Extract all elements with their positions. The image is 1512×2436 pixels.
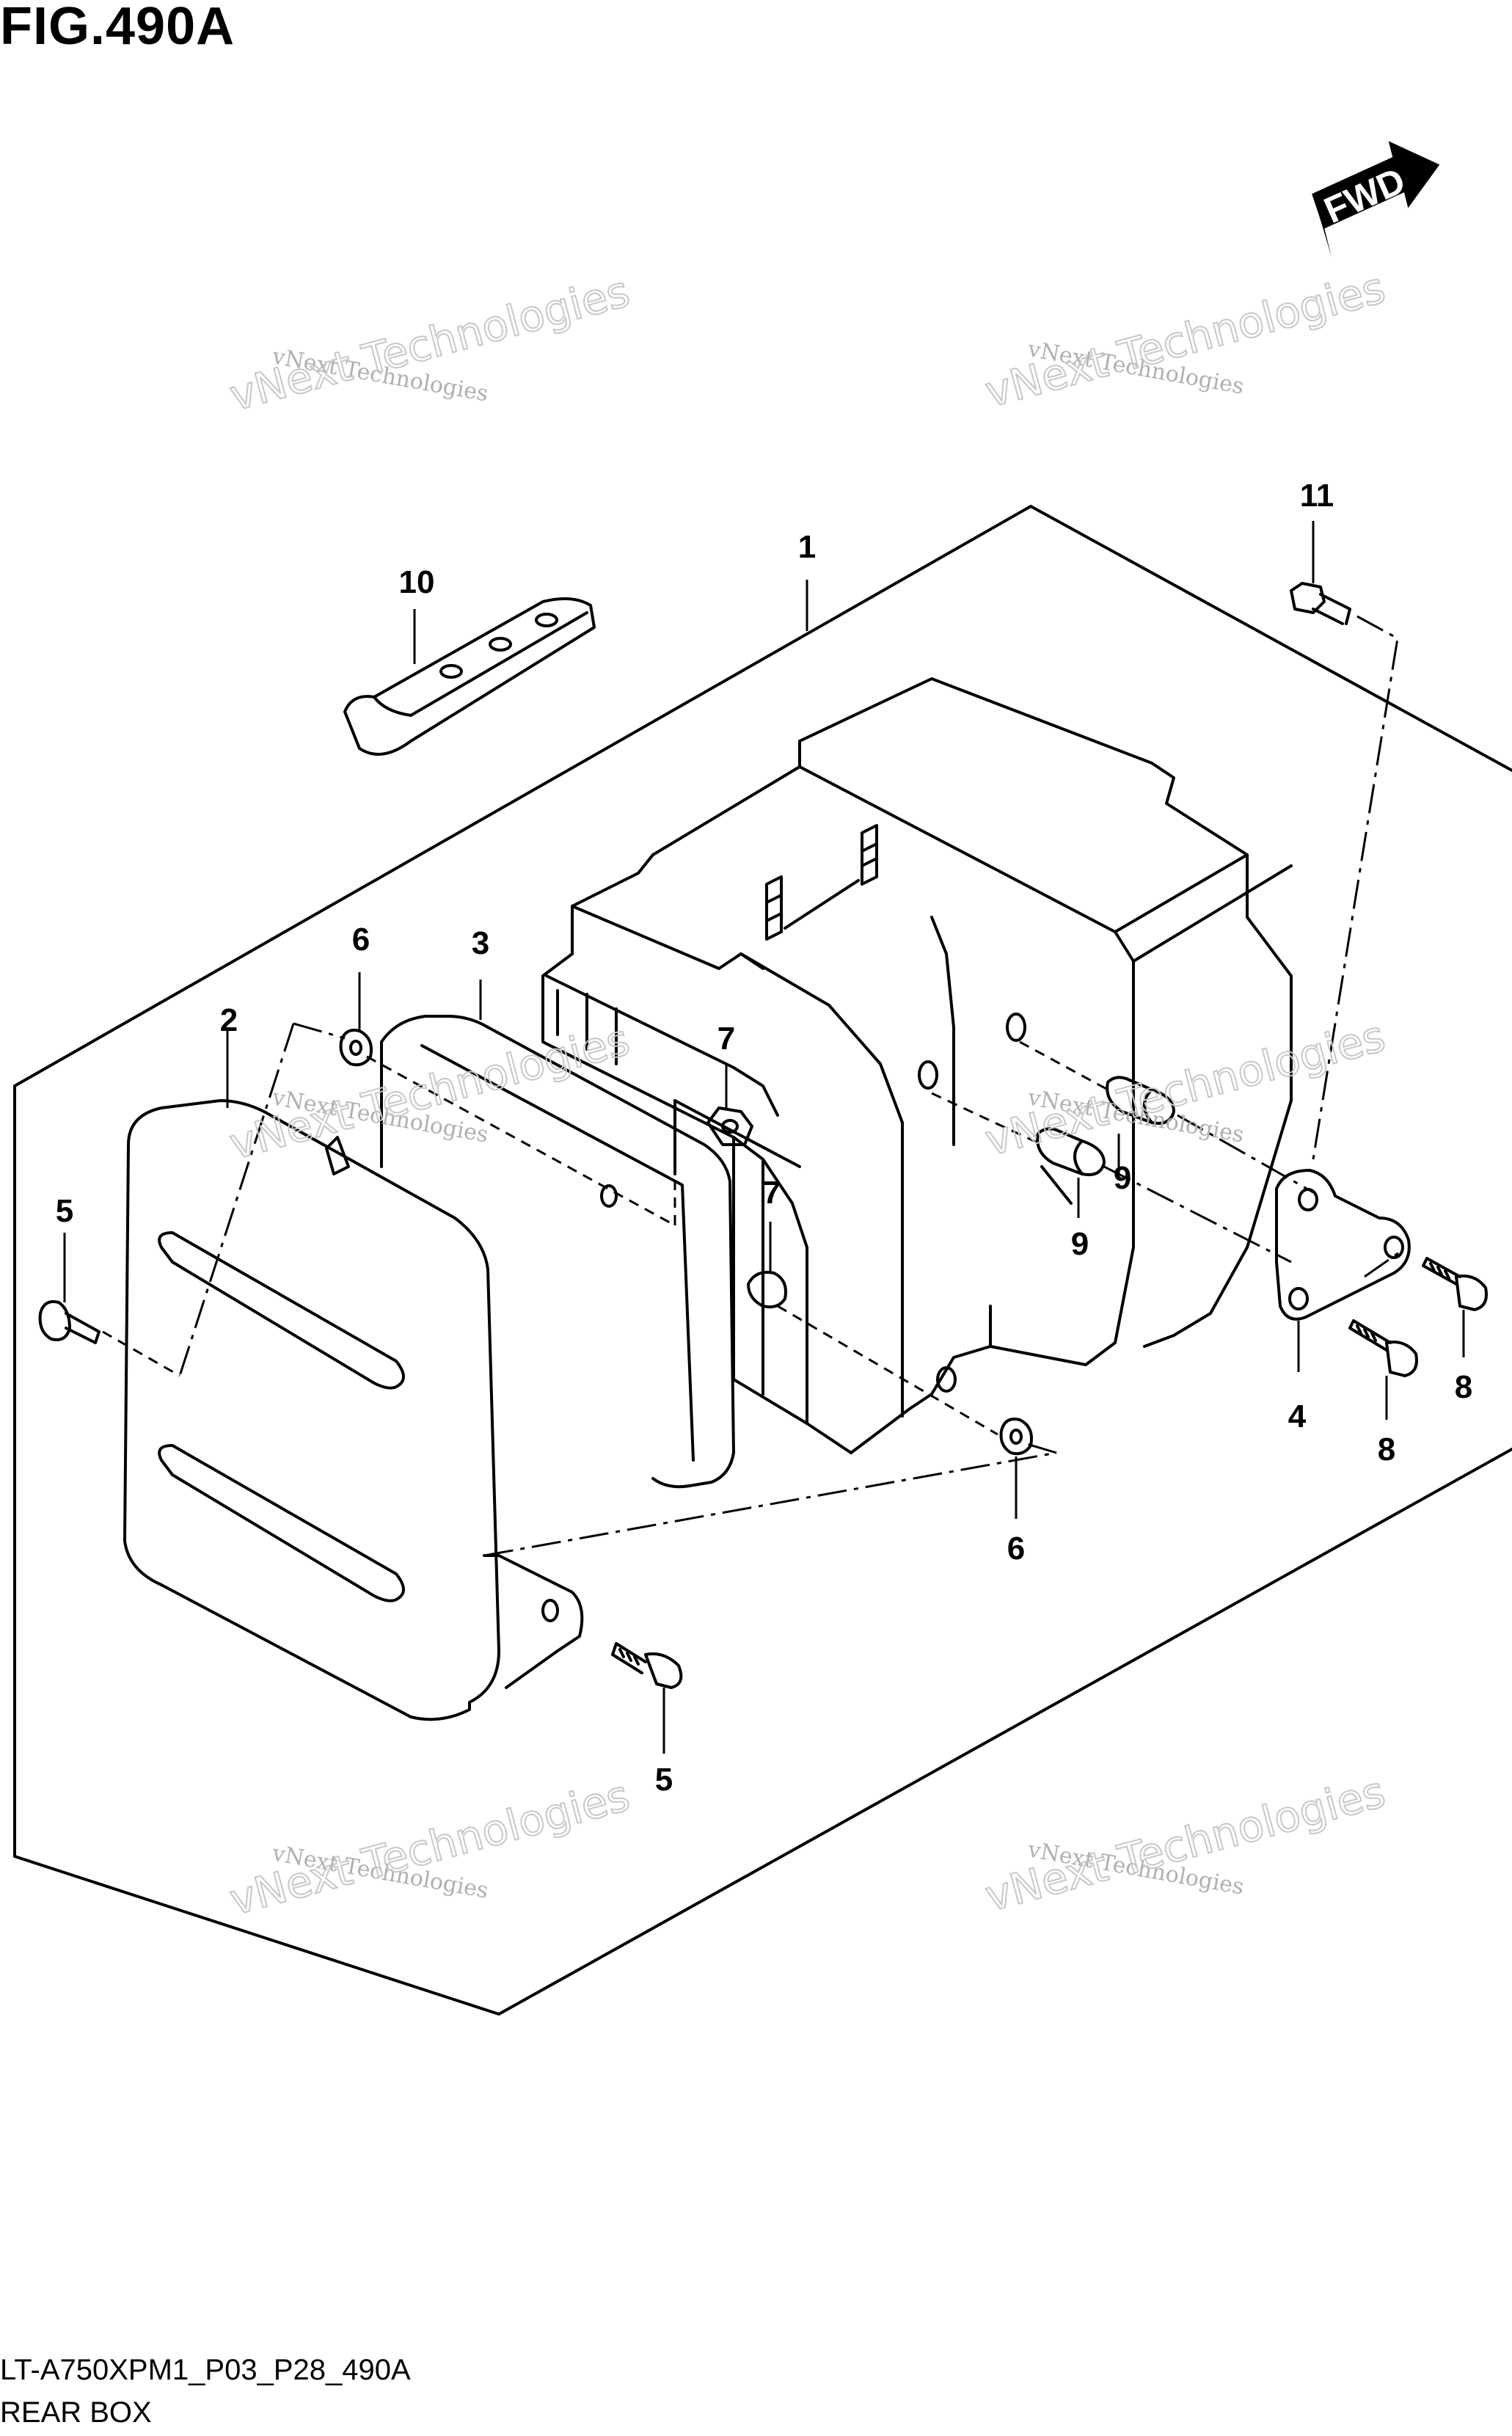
diagram-code: LT-A750XPM1_P03_P28_490A: [0, 2354, 411, 2386]
nut-7b: [747, 1271, 787, 1309]
nut-7a: [706, 1106, 753, 1146]
fwd-indicator-icon: FWD: [1312, 141, 1440, 257]
callout-2: 2: [220, 1002, 238, 1038]
diagram-name: REAR BOX: [0, 2396, 152, 2429]
callout-3: 3: [472, 925, 489, 961]
screw-5a: [38, 1300, 101, 1344]
washer-6b: [999, 1418, 1033, 1456]
callout-9a: 9: [1114, 1160, 1131, 1196]
watermark-text: vNext Technologies: [224, 266, 635, 421]
washer-6a: [339, 1029, 373, 1067]
screw-5b: [611, 1642, 683, 1689]
bolt-9a: [1106, 1076, 1175, 1125]
callout-6b: 6: [1007, 1531, 1025, 1567]
callout-11: 11: [1300, 478, 1334, 514]
assembly-boundary: [13, 505, 1512, 2016]
screw-8b: [1348, 1319, 1418, 1377]
bolt-11: [1290, 582, 1351, 625]
callout-5a: 5: [56, 1193, 73, 1229]
callout-8b: 8: [1455, 1369, 1472, 1405]
callout-10: 10: [399, 564, 435, 600]
callout-7b: 7: [763, 1175, 781, 1211]
screw-8a: [1422, 1257, 1488, 1311]
figure-title: FIG.490A: [0, 0, 235, 56]
callout-9b: 9: [1071, 1226, 1089, 1262]
watermark-group: vNext Technologies vNext Technologies vN…: [224, 262, 1391, 1926]
plate: [343, 597, 596, 756]
callout-1: 1: [798, 529, 816, 565]
bolt-9b: [1036, 1127, 1106, 1176]
callout-6a: 6: [352, 922, 370, 958]
rear-box-gasket: [380, 1015, 735, 1489]
callout-8a: 8: [1378, 1432, 1395, 1467]
bracket: [1275, 1169, 1411, 1321]
callout-4: 4: [1288, 1398, 1307, 1434]
rear-box-cover: [123, 1099, 584, 1721]
callout-7a: 7: [717, 1021, 735, 1057]
rear-box-body: [541, 677, 1293, 1454]
callout-5b: 5: [655, 1762, 673, 1798]
